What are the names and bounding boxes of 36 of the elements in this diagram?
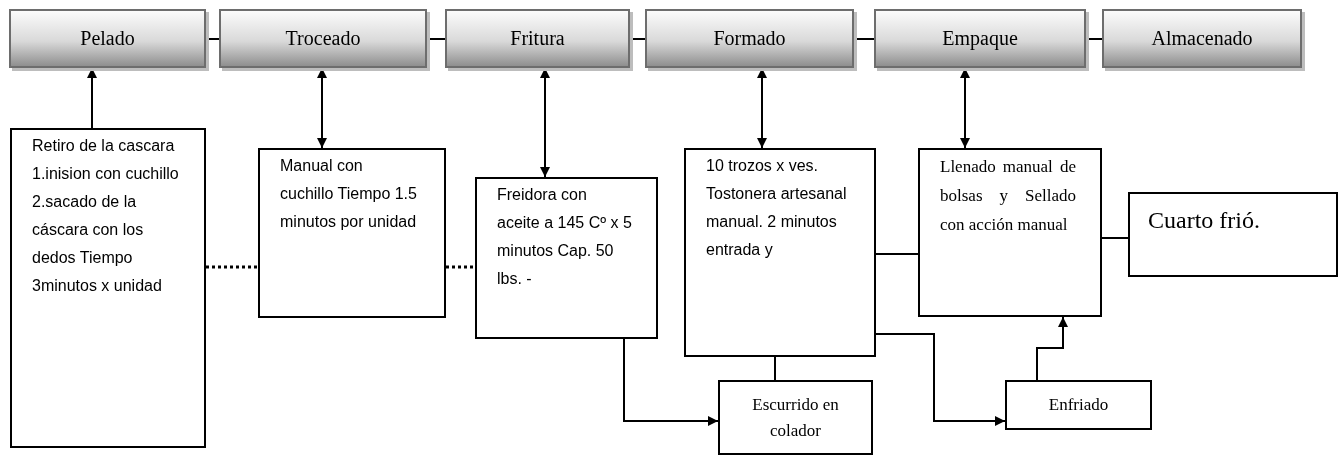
connector-line bbox=[1101, 237, 1129, 239]
note-box bbox=[475, 177, 658, 339]
note-text: Cuarto frió. bbox=[1148, 206, 1261, 234]
process-box bbox=[445, 9, 630, 68]
note-box bbox=[718, 380, 873, 455]
process-box bbox=[874, 9, 1086, 68]
note-text: 10 trozos x ves. Tostonera artesanal manual. 2 minutos entrada y bbox=[706, 156, 848, 260]
dotted-connector bbox=[206, 265, 258, 269]
step-label: Troceado bbox=[285, 27, 361, 50]
note-box bbox=[684, 148, 876, 357]
arrow bbox=[875, 333, 1006, 426]
note-text: Manual con cuchillo Tiempo 1.5 minutos por unidad bbox=[280, 156, 418, 232]
step-label: Fritura bbox=[510, 27, 565, 50]
step-label: Empaque bbox=[942, 27, 1018, 50]
step-label: Formado bbox=[713, 27, 786, 50]
process-box bbox=[219, 9, 427, 68]
note-box bbox=[1128, 192, 1338, 277]
note-box bbox=[258, 148, 446, 318]
arrow bbox=[623, 338, 719, 426]
note-text: Freidora con aceite a 145 Cº x 5 minutos Cap. 50 lbs. - bbox=[497, 185, 632, 289]
step-label: Almacenado bbox=[1151, 27, 1253, 50]
note-text: Retiro de la cascara 1.inision con cuchillo 2.sacado de la cáscara con los dedos Tiempo 3minutos x unidad bbox=[32, 136, 180, 296]
note-box bbox=[10, 128, 206, 448]
dotted-connector bbox=[446, 265, 475, 269]
process-box bbox=[9, 9, 206, 68]
note-text: Escurrido en colador bbox=[751, 393, 840, 442]
arrow bbox=[1036, 316, 1068, 381]
process-box bbox=[1102, 9, 1302, 68]
connector-line bbox=[774, 356, 776, 381]
process-box bbox=[645, 9, 854, 68]
note-box bbox=[1005, 380, 1152, 430]
note-text: Enfriado bbox=[1048, 394, 1109, 416]
note-box bbox=[918, 148, 1102, 317]
connector-line bbox=[875, 253, 919, 255]
step-label: Pelado bbox=[80, 27, 135, 50]
note-text: Llenado manual de bolsas y Sellado con acción manual bbox=[940, 156, 1076, 236]
